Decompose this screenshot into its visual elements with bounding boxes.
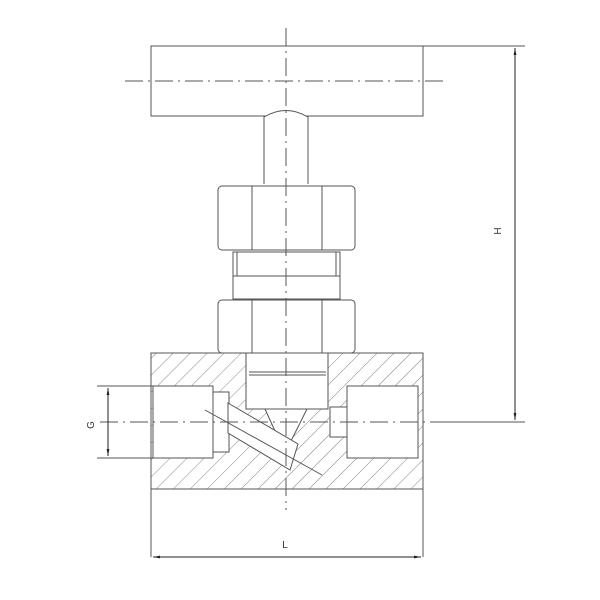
dimension-g-label: G — [86, 421, 97, 429]
valve-body — [150, 352, 424, 557]
handle-bar — [125, 45, 525, 117]
valve-stem — [263, 110, 309, 184]
dimension-l-label: L — [282, 540, 288, 551]
dimension-h-label: H — [493, 227, 504, 234]
dimension-g — [97, 385, 153, 459]
